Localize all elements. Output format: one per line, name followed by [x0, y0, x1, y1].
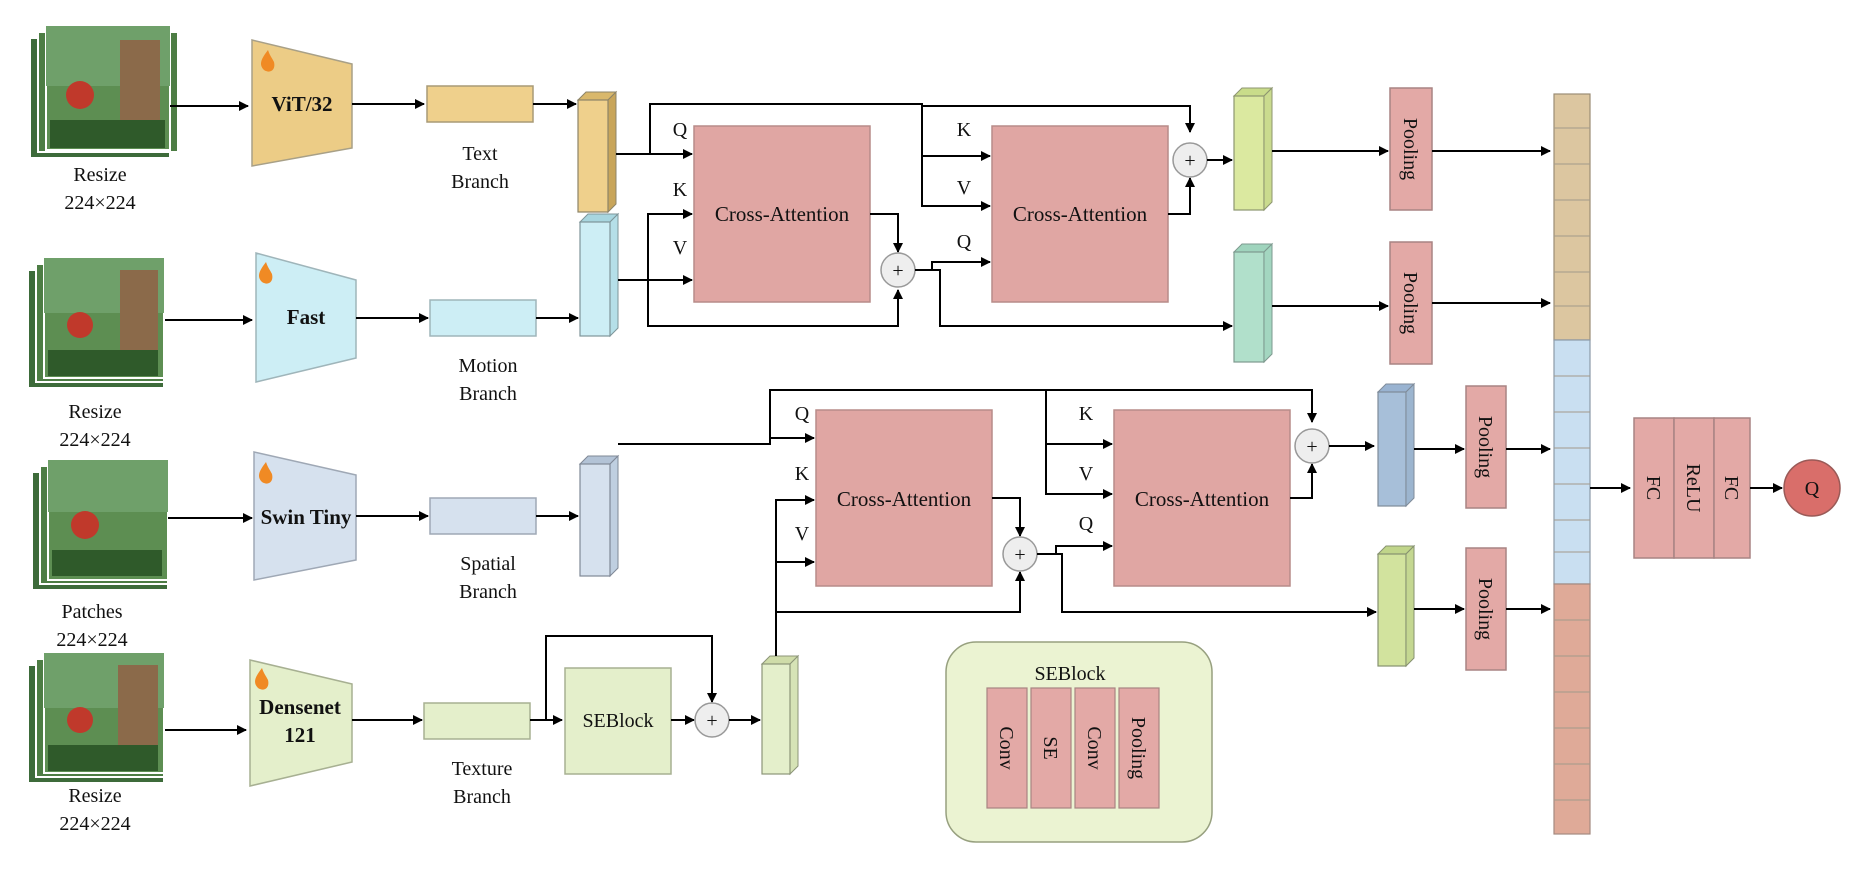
text-branch-feature [426, 85, 534, 123]
motion-branch-label-2: Branch [459, 383, 517, 405]
motion-fused-bar [1232, 242, 1274, 364]
video3-label-2: 224×224 [56, 629, 127, 651]
pooling-3-label: Pooling [1474, 416, 1496, 478]
legend-item-2: SE [1039, 736, 1061, 759]
legend-item-4: Pooling [1127, 717, 1149, 779]
texture-fused-bar [1376, 544, 1416, 668]
legend-se [1030, 687, 1072, 809]
spatial-token-bar [578, 454, 620, 578]
fire-icon [255, 668, 269, 690]
video2-label-2: 224×224 [59, 429, 130, 451]
v-label-4: V [1079, 463, 1094, 485]
pooling-4-label: Pooling [1474, 578, 1496, 640]
cross-attention-4 [1113, 409, 1291, 587]
plus-3: + [1014, 544, 1025, 566]
cross-attention-1-label: Cross-Attention [715, 202, 850, 226]
plus-4: + [1306, 436, 1317, 458]
v-label-3: V [795, 523, 810, 545]
fire-icon [261, 50, 275, 72]
video4-label-2: 224×224 [59, 813, 130, 835]
k-label-3: K [795, 463, 810, 485]
texture-branch-label-2: Branch [453, 786, 511, 808]
q-label-1: Q [673, 119, 688, 141]
spatial-branch-label-2: Branch [459, 581, 517, 603]
spatial-branch-feature [429, 497, 537, 535]
legend-pooling [1118, 687, 1160, 809]
text-branch-label-1: Text [462, 143, 498, 165]
video-stack-4 [27, 652, 165, 784]
video-stack-2 [27, 257, 165, 389]
q-label-4: Q [1079, 513, 1094, 535]
texture-branch-feature [423, 702, 531, 740]
texture-branch-label-1: Texture [452, 758, 513, 780]
texture-token-bar [760, 654, 800, 776]
seblock-module-label: SEBlock [582, 710, 653, 732]
k-label-1: K [673, 179, 688, 201]
fast-label: Fast [287, 305, 326, 329]
seblock-module [564, 667, 672, 775]
video-stack-1 [29, 25, 179, 159]
cross-attention-2-label: Cross-Attention [1013, 202, 1148, 226]
video1-label-2: 224×224 [64, 192, 135, 214]
pooling-1 [1389, 87, 1433, 211]
spatial-branch-label-1: Spatial [460, 553, 516, 575]
text-token-bar [576, 90, 618, 214]
cross-attention-1 [693, 125, 871, 303]
motion-branch-feature [429, 299, 537, 337]
video4-label-1: Resize [68, 785, 121, 807]
k-label-4: K [1079, 403, 1094, 425]
fire-icon [259, 462, 273, 484]
swin-encoder: Swin Tiny [253, 451, 357, 581]
swin-label: Swin Tiny [261, 505, 352, 529]
legend-conv-1 [986, 687, 1028, 809]
k-label-2: K [957, 119, 972, 141]
concat-feature-column [1553, 93, 1591, 835]
fc-layer-1 [1633, 417, 1675, 559]
video-stack-3 [31, 459, 169, 591]
fc-1-label: FC [1642, 476, 1664, 500]
spatial-fused-bar [1376, 382, 1416, 508]
pooling-2 [1389, 241, 1433, 365]
text-fused-bar [1232, 86, 1274, 212]
vit-label: ViT/32 [271, 92, 332, 116]
legend-item-1: Conv [995, 726, 1017, 769]
densenet-label-2: 121 [284, 723, 316, 747]
text-branch-label-2: Branch [451, 171, 509, 193]
pooling-3 [1465, 385, 1507, 509]
v-label-2: V [957, 177, 972, 199]
relu-label: ReLU [1682, 464, 1704, 513]
q-label-2: Q [957, 231, 972, 253]
pooling-4 [1465, 547, 1507, 671]
video2-label-1: Resize [68, 401, 121, 423]
cross-attention-3 [815, 409, 993, 587]
plus-5: + [706, 710, 717, 732]
plus-2: + [1184, 150, 1195, 172]
fire-icon [259, 262, 273, 284]
v-label-1: V [673, 237, 688, 259]
q-label-3: Q [795, 403, 810, 425]
pooling-1-label: Pooling [1399, 118, 1421, 180]
densenet-label-1: Densenet [259, 695, 341, 719]
seblock-legend-title: SEBlock [1034, 663, 1105, 685]
motion-branch-label-1: Motion [459, 355, 518, 377]
densenet-encoder: Densenet 121 [249, 659, 353, 787]
cross-attention-4-label: Cross-Attention [1135, 487, 1270, 511]
fast-encoder: Fast [255, 252, 357, 383]
output-quality-node [1783, 459, 1841, 517]
motion-token-bar [578, 212, 620, 338]
vit-encoder: ViT/32 [251, 39, 353, 167]
plus-1: + [892, 260, 903, 282]
cross-attention-3-label: Cross-Attention [837, 487, 972, 511]
pooling-2-label: Pooling [1399, 272, 1421, 334]
legend-conv-2 [1074, 687, 1116, 809]
video1-label-1: Resize [73, 164, 126, 186]
legend-item-3: Conv [1083, 726, 1105, 769]
video3-label-1: Patches [61, 601, 122, 623]
fc-2-label: FC [1720, 476, 1742, 500]
output-label: Q [1805, 478, 1820, 500]
cross-attention-2 [991, 125, 1169, 303]
fc-layer-2 [1713, 417, 1751, 559]
